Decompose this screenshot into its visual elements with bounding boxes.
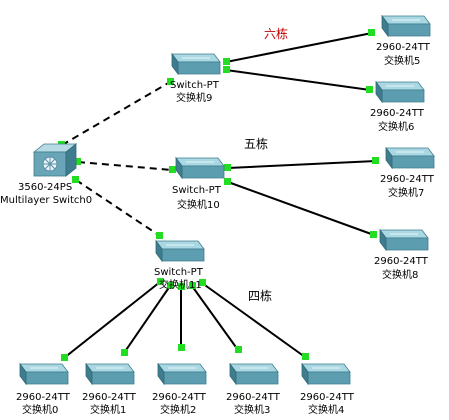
access-switch-7[interactable]: 2960-24TT 交换机7 [380,147,435,199]
link-up-dot [167,282,174,289]
core-name-label: Multilayer Switch0 [0,195,92,206]
switch-icon [19,363,69,385]
link-up-dot [199,279,206,286]
link-up-dot [178,344,185,351]
access-switch-8-name: 交换机8 [382,268,418,281]
link-up-dot [223,58,230,65]
access-switch-4[interactable]: 2960-24TT 交换机4 [300,363,355,416]
access-switch-3-model: 2960-24TT [226,392,281,403]
link-up-dot [189,282,196,289]
switch-icon [157,363,207,385]
link-sw11-sw4[interactable] [201,282,306,358]
switch-icon [171,53,221,75]
link-up-dot [156,232,163,239]
link-core-sw10[interactable] [77,161,173,171]
access-switch-1-name: 交换机1 [90,403,126,416]
switch-10-name: 交换机10 [177,198,220,211]
access-switch-3-name: 交换机3 [234,403,270,416]
link-up-dot [121,349,128,356]
access-switch-6[interactable]: 2960-24TT 交换机6 [370,81,425,133]
access-switch-5-model: 2960-24TT [376,42,431,53]
link-up-dot [224,178,231,185]
access-switch-8[interactable]: 2960-24TT 交换机8 [374,229,429,281]
switch-9-model: Switch-PT [170,80,220,91]
access-switch-0[interactable]: 2960-24TT 交换机0 [16,363,71,416]
link-up-dot [370,231,377,238]
multilayer-switch-icon [33,143,77,177]
link-up-dot [223,66,230,73]
link-up-dot [169,166,176,173]
switch-icon [85,363,135,385]
access-switch-1[interactable]: 2960-24TT 交换机1 [82,363,137,416]
access-switch-0-model: 2960-24TT [16,392,71,403]
link-sw9-sw6[interactable] [225,69,371,91]
link-up-dot [178,283,185,290]
access-switch-2[interactable]: 2960-24TT 交换机2 [152,363,207,416]
link-up-dot [368,29,375,36]
switch-icon [381,15,431,37]
switch-11-name: 交换机11 [159,278,202,291]
link-sw10-sw7[interactable] [227,160,377,169]
link-up-dot [74,158,81,165]
switch-icon [375,81,425,103]
link-up-dot [167,78,174,85]
access-switch-6-name: 交换机6 [378,120,414,133]
link-up-dot [302,353,309,360]
link-up-dot [61,354,68,361]
switch-9[interactable]: Switch-PT 交换机9 [170,53,221,104]
link-up-dot [72,176,79,183]
access-switch-2-model: 2960-24TT [152,392,207,403]
access-switch-6-model: 2960-24TT [370,108,425,119]
link-sw9-sw5[interactable] [225,32,373,63]
access-switch-0-name: 交换机0 [22,403,58,416]
switch-11-model: Switch-PT [154,267,204,278]
core-links [61,81,173,237]
switch-10[interactable]: Switch-PT 交换机10 [172,157,225,211]
access-switch-7-name: 交换机7 [388,186,424,199]
access-switch-8-model: 2960-24TT [374,256,429,267]
link-up-dot [235,346,242,353]
floor-label-four: 四栋 [248,288,272,303]
floor-label-six: 六栋 [264,26,288,41]
link-sw11-sw0[interactable] [63,281,161,359]
access-links [63,32,377,359]
link-core-sw11[interactable] [75,179,161,237]
core-multilayer-switch[interactable]: 3560-24PS Multilayer Switch0 [0,143,92,206]
link-sw11-sw3[interactable] [191,285,239,351]
access-switch-2-name: 交换机2 [160,403,196,416]
switch-10-model: Switch-PT [172,185,222,196]
link-up-dot [372,157,379,164]
access-switch-7-model: 2960-24TT [380,174,435,185]
switch-icon [155,240,205,262]
floor-label-five: 五栋 [244,136,268,151]
access-switch-4-model: 2960-24TT [300,392,355,403]
switch-11[interactable]: Switch-PT 交换机11 [154,240,205,291]
link-core-sw9[interactable] [61,81,171,146]
link-sw10-sw8[interactable] [227,181,375,236]
access-switch-4-name: 交换机4 [308,403,344,416]
link-sw11-sw1[interactable] [123,285,171,354]
access-switch-3[interactable]: 2960-24TT 交换机3 [226,363,281,416]
access-switch-1-model: 2960-24TT [82,392,137,403]
link-up-dot [224,164,231,171]
switch-icon [385,147,435,169]
link-up-dot [157,278,164,285]
core-model-label: 3560-24PS [18,182,72,193]
switch-icon [301,363,351,385]
switch-icon [379,229,429,251]
link-up-dot [366,86,373,93]
access-switch-5[interactable]: 2960-24TT 交换机5 [376,15,431,67]
switch-9-name: 交换机9 [176,91,212,104]
switch-icon [175,157,225,179]
switch-icon [229,363,279,385]
access-switch-5-name: 交换机5 [384,54,420,67]
